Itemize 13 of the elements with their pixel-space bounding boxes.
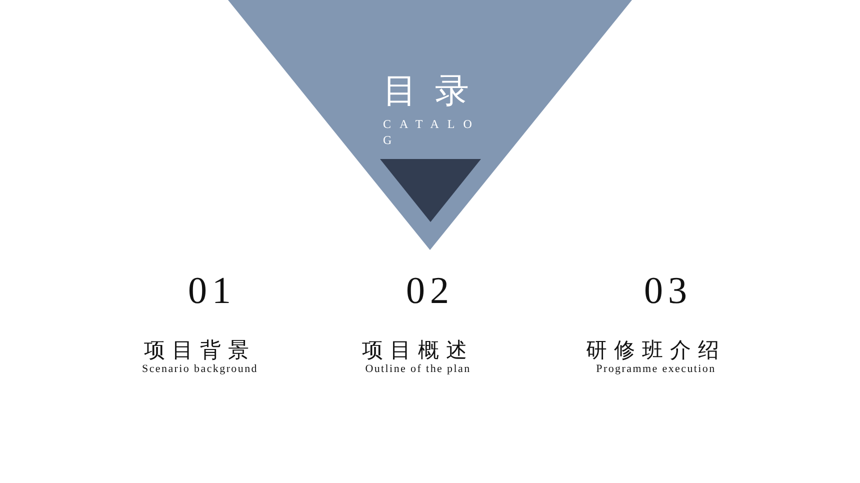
section-title: 研修班介绍 xyxy=(585,337,727,363)
section-number: 01 xyxy=(187,271,237,311)
section-title: 项目背景 xyxy=(143,337,257,363)
section-subtitle: Programme execution xyxy=(595,362,717,376)
subtitle: CATALOG xyxy=(383,116,481,148)
section-number: 02 xyxy=(405,271,455,311)
title: 目录 xyxy=(383,70,487,112)
large-triangle xyxy=(228,0,632,250)
small-triangle xyxy=(380,159,481,222)
section-subtitle: Scenario background xyxy=(141,362,259,376)
section-subtitle: Outline of the plan xyxy=(364,362,472,376)
section-title: 项目概述 xyxy=(361,337,475,363)
section-number: 03 xyxy=(643,271,693,311)
